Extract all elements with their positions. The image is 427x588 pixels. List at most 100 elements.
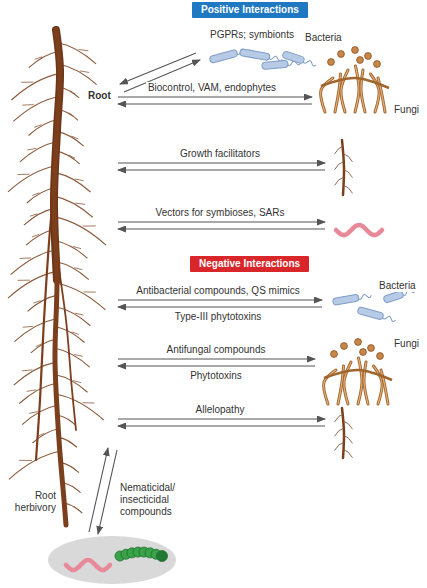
fine-root (28, 295, 57, 311)
positive-band: Positive Interactions (192, 2, 308, 18)
fine-root (335, 414, 344, 422)
fine-root (55, 348, 89, 367)
fine-root (74, 268, 82, 270)
spore (341, 343, 348, 350)
fine-root (73, 246, 81, 248)
fungi-illustration (324, 339, 392, 404)
fine-root (19, 460, 32, 461)
bacterium-body (383, 290, 404, 303)
spore (360, 349, 367, 356)
interaction-arrow (118, 425, 325, 426)
hypha (364, 362, 368, 404)
fine-root (344, 185, 353, 193)
interaction-arrow (118, 306, 322, 307)
interaction-label: Type-III phytotoxins (173, 311, 264, 323)
root-trunk (54, 30, 66, 525)
small-root-illustration (335, 408, 353, 458)
fine-root (74, 506, 79, 510)
fine-root (72, 332, 79, 335)
small-root (342, 408, 344, 458)
fine-root (30, 214, 38, 216)
fine-root (83, 225, 96, 226)
fine-root (14, 319, 56, 342)
fine-root (21, 82, 33, 83)
interaction-label: Root herbivory (8, 490, 58, 514)
fine-root (8, 271, 57, 298)
hypha (341, 70, 348, 112)
bacteria-illustration (209, 46, 317, 69)
interaction-label: Phytotoxins (188, 370, 244, 382)
fine-root (32, 193, 39, 196)
spore (377, 353, 384, 360)
fine-root (56, 241, 88, 259)
fine-root (57, 394, 104, 420)
band-title: Positive Interactions (201, 4, 299, 15)
nematode-illustration (336, 225, 382, 235)
interaction-arrow (118, 228, 325, 229)
fine-root (73, 380, 81, 382)
bacterium (282, 51, 317, 68)
fine-root (79, 49, 89, 50)
interaction-arrow (118, 221, 325, 222)
fine-root (84, 291, 96, 292)
herbivore-illustration (48, 536, 176, 584)
hypha (355, 66, 359, 112)
hypha (364, 362, 368, 404)
fine-root (58, 415, 76, 425)
fine-root (9, 451, 60, 479)
hypha (344, 362, 351, 404)
fine-root (335, 162, 344, 170)
fine-root (69, 441, 74, 445)
spore (331, 351, 338, 358)
fine-root (74, 354, 83, 356)
organism-label: Fungi (392, 104, 421, 116)
hypha (358, 358, 362, 404)
fine-root (54, 196, 93, 217)
fine-root (72, 486, 77, 490)
spore (328, 59, 335, 66)
fine-root (56, 307, 90, 326)
bacterium-body (282, 51, 305, 64)
fine-root (344, 154, 353, 162)
interaction-label: Antifungal compounds (165, 344, 268, 356)
fine-root (56, 327, 85, 343)
fine-root (57, 131, 84, 146)
spore (352, 47, 359, 54)
root-illustration (8, 30, 106, 525)
bacterium (357, 307, 396, 324)
interaction-label: Growth facilitators (178, 148, 262, 160)
hypha (358, 358, 362, 404)
fine-root (22, 370, 32, 371)
fine-root (344, 435, 353, 443)
bacterium-body (262, 60, 289, 69)
fine-root (344, 450, 353, 458)
fine-root (14, 362, 55, 385)
interaction-arrow (118, 162, 325, 163)
spore (368, 345, 375, 352)
organism-label: Bacteria (303, 32, 344, 44)
fine-root (335, 177, 344, 185)
fine-root (23, 326, 33, 327)
spore (355, 339, 362, 346)
interaction-label: Vectors for symbioses, SARs (154, 207, 287, 219)
fine-root (27, 148, 36, 150)
interaction-arrows (89, 53, 325, 534)
fine-root (20, 142, 57, 162)
organism-label: Fungi (392, 338, 421, 350)
fine-root (69, 155, 75, 158)
interaction-arrow (118, 103, 312, 104)
fine-root (19, 383, 56, 403)
bacteria-illustration (332, 286, 416, 323)
fine-root (72, 136, 79, 139)
fine-root (11, 73, 59, 100)
interaction-arrow (98, 450, 117, 534)
fine-root (335, 146, 344, 154)
flagellum (357, 293, 371, 299)
interaction-label: Biocontrol, VAM, endophytes (146, 82, 278, 94)
interaction-label: Allelopathy (194, 404, 247, 416)
fine-root (344, 170, 353, 178)
fine-root (55, 217, 106, 245)
small-root-illustration (335, 140, 353, 195)
hypha (341, 70, 348, 112)
flagellum (382, 315, 397, 322)
